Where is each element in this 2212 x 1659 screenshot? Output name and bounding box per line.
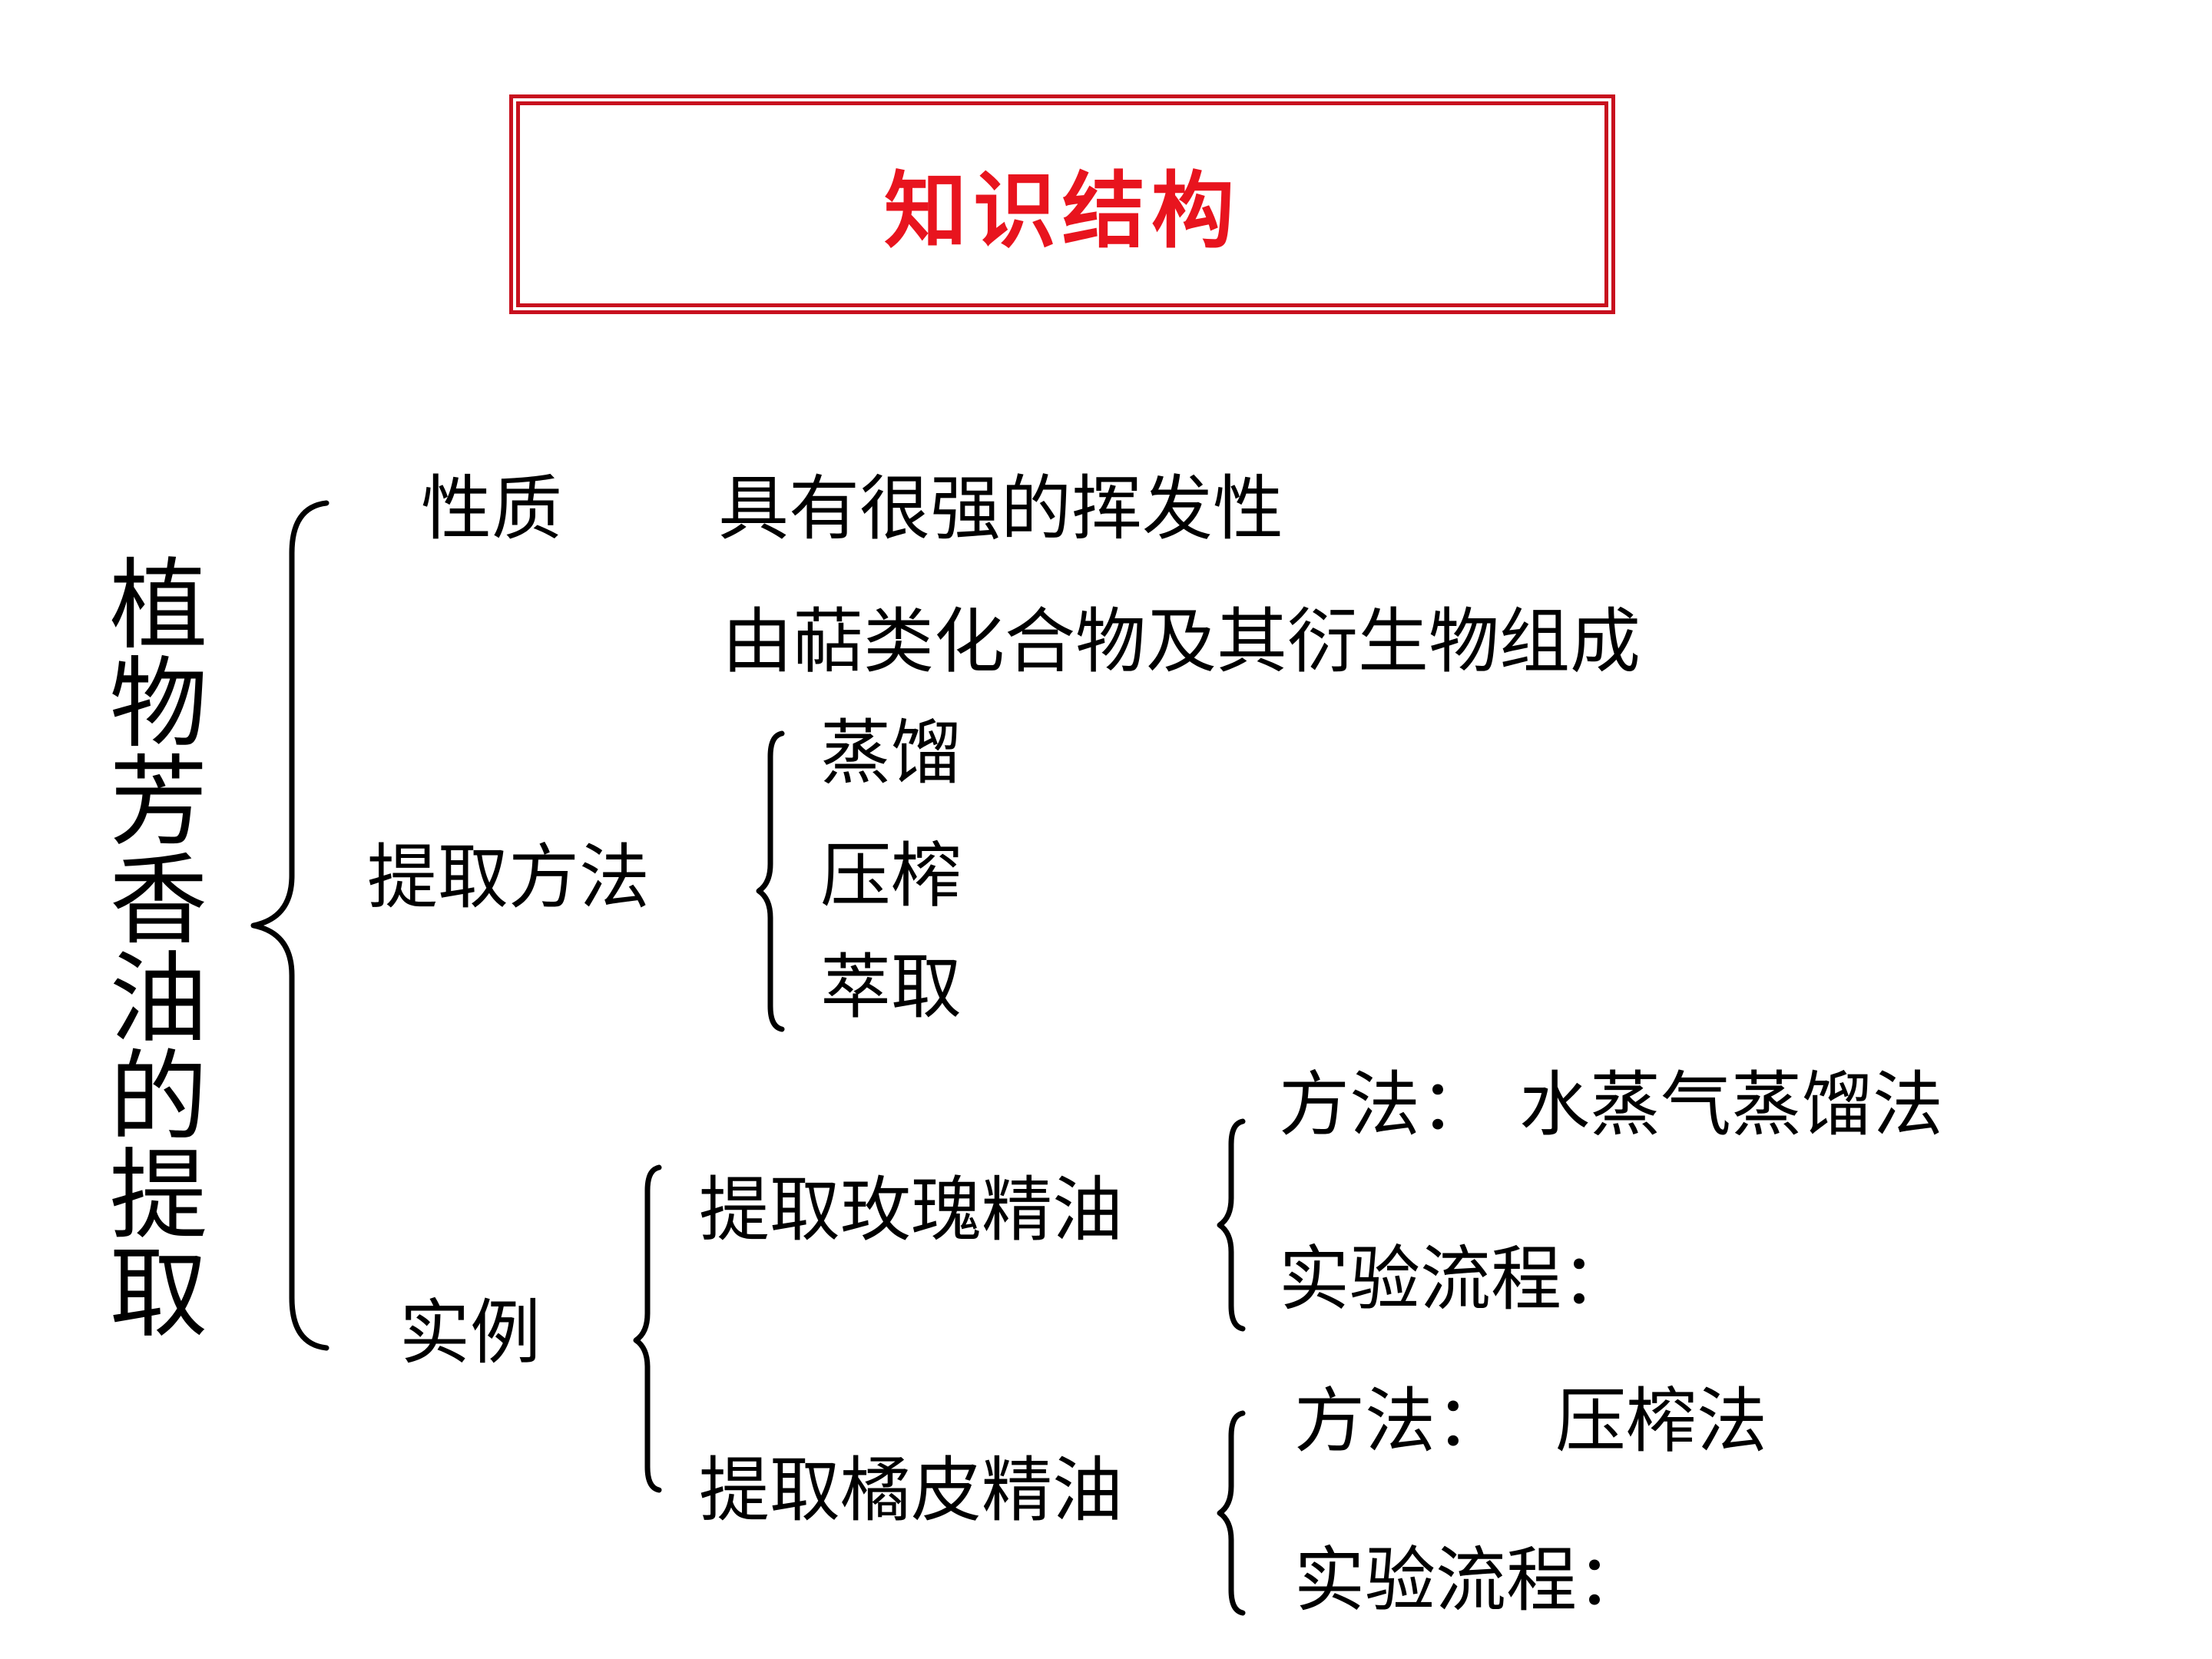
method-item: 萃取	[820, 946, 962, 1028]
rose-method-label: 方法：	[1279, 1064, 1492, 1146]
main-brace	[250, 500, 329, 1351]
rose-method-value: 水蒸气蒸馏法	[1519, 1064, 1944, 1146]
rose-brace	[1217, 1118, 1246, 1332]
page-title: 知识结构	[883, 163, 1240, 260]
rose-process-label: 实验流程：	[1279, 1238, 1633, 1320]
title-box: 知识结构	[509, 94, 1615, 314]
methods-brace	[756, 730, 785, 1032]
rose-example-label: 提取玫瑰精油	[699, 1169, 1124, 1251]
examples-brace	[633, 1164, 662, 1493]
properties-label: 性质	[421, 468, 563, 550]
orange-method-label: 方法：	[1294, 1380, 1507, 1462]
examples-label: 实例	[399, 1292, 541, 1374]
orange-example-label: 提取橘皮精油	[699, 1449, 1124, 1532]
orange-method-value: 压榨法	[1555, 1380, 1768, 1462]
method-item: 蒸馏	[820, 712, 962, 794]
main-topic: 植物芳香油的提取	[92, 553, 207, 1339]
property-item: 具有很强的挥发性	[718, 468, 1284, 550]
method-item: 压榨	[820, 835, 962, 917]
property-item: 由萜类化合物及其衍生物组成	[722, 601, 1641, 683]
orange-brace	[1217, 1410, 1246, 1616]
methods-label: 提取方法	[367, 836, 651, 919]
orange-process-label: 实验流程：	[1294, 1539, 1648, 1621]
